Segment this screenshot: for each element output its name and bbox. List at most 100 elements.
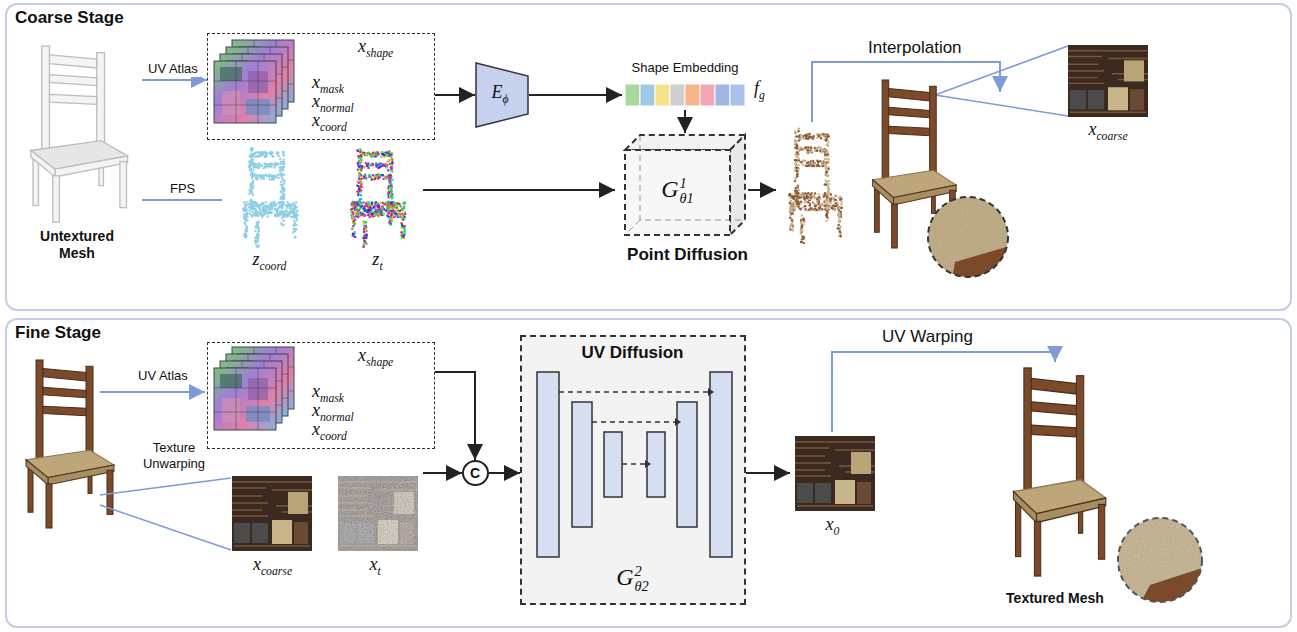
point xyxy=(282,196,284,198)
point xyxy=(358,165,360,167)
point xyxy=(357,185,359,187)
point xyxy=(364,154,366,156)
point xyxy=(280,175,282,177)
point xyxy=(244,206,246,208)
point xyxy=(797,192,799,194)
point xyxy=(289,206,291,208)
point xyxy=(808,209,810,211)
point xyxy=(804,160,806,162)
point xyxy=(265,207,267,209)
point xyxy=(282,161,284,163)
magnifier-ring xyxy=(1118,518,1202,602)
point xyxy=(809,193,811,195)
point xyxy=(801,214,803,216)
point xyxy=(251,147,253,149)
point xyxy=(394,213,396,215)
point xyxy=(362,201,364,203)
point xyxy=(275,204,277,206)
point xyxy=(838,224,840,226)
point xyxy=(392,201,394,203)
point xyxy=(363,221,365,223)
point xyxy=(807,196,809,198)
point xyxy=(272,175,274,177)
point xyxy=(248,189,250,191)
point xyxy=(250,173,252,175)
point xyxy=(360,169,362,171)
point xyxy=(359,175,361,177)
point xyxy=(813,208,815,210)
point xyxy=(795,152,797,154)
point xyxy=(798,128,800,130)
point xyxy=(837,227,839,229)
point xyxy=(391,161,393,163)
point xyxy=(800,136,802,138)
point xyxy=(381,207,383,209)
point xyxy=(798,197,800,199)
point xyxy=(395,203,397,205)
point xyxy=(270,165,272,167)
point xyxy=(365,203,367,205)
point xyxy=(254,211,256,213)
point xyxy=(273,202,275,204)
point xyxy=(818,201,820,203)
point xyxy=(809,137,811,139)
point xyxy=(389,206,391,208)
point xyxy=(283,188,285,190)
point xyxy=(794,205,796,207)
point xyxy=(390,210,392,212)
point xyxy=(403,205,405,207)
point xyxy=(369,174,371,176)
point xyxy=(834,195,836,197)
point xyxy=(372,153,374,155)
point xyxy=(796,185,798,187)
point xyxy=(840,203,842,205)
point xyxy=(363,231,365,233)
point xyxy=(265,209,267,211)
point xyxy=(376,201,378,203)
point xyxy=(387,194,389,196)
point xyxy=(800,134,802,136)
point xyxy=(828,135,830,137)
point xyxy=(402,214,404,216)
point xyxy=(257,155,259,157)
point xyxy=(283,159,285,161)
point xyxy=(825,184,827,186)
point xyxy=(795,167,797,169)
point xyxy=(824,207,826,209)
point xyxy=(370,153,372,155)
point xyxy=(360,203,362,205)
point xyxy=(359,148,361,150)
point xyxy=(794,201,796,203)
point xyxy=(255,227,257,229)
point xyxy=(797,130,799,132)
point xyxy=(393,206,395,208)
point xyxy=(794,139,796,141)
point xyxy=(800,219,802,221)
point xyxy=(827,185,829,187)
point xyxy=(816,133,818,135)
point xyxy=(818,203,820,205)
point xyxy=(803,238,805,240)
point xyxy=(358,175,360,177)
point xyxy=(839,199,841,201)
point xyxy=(810,136,812,138)
point xyxy=(393,201,395,203)
point xyxy=(827,175,829,177)
point xyxy=(803,221,805,223)
point xyxy=(389,174,391,176)
point xyxy=(386,154,388,156)
point xyxy=(827,162,829,164)
point xyxy=(367,214,369,216)
connector-arrow xyxy=(529,94,622,96)
point xyxy=(821,208,823,210)
point xyxy=(250,214,252,216)
point xyxy=(373,153,375,155)
point xyxy=(352,234,354,236)
point xyxy=(382,212,384,214)
point xyxy=(810,147,812,149)
point xyxy=(250,167,252,169)
point xyxy=(796,173,798,175)
point xyxy=(296,217,298,219)
point xyxy=(283,196,285,198)
magnifier xyxy=(1118,518,1202,604)
